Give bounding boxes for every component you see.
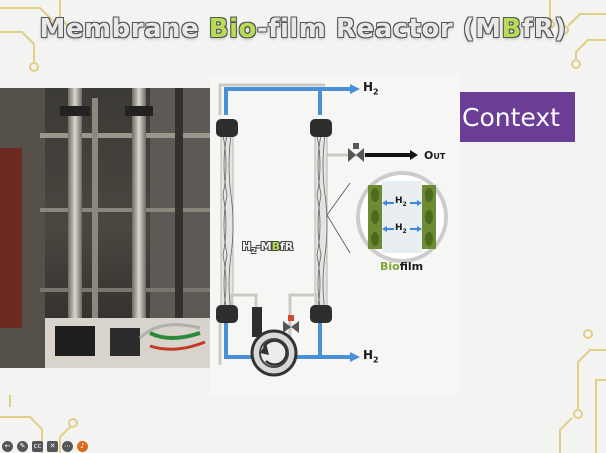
cc-text: cc (33, 442, 42, 450)
circuit-decoration-bottom-right (559, 329, 606, 453)
h2-bottom-label: H2 (363, 348, 379, 365)
context-badge: Context (447, 92, 575, 142)
cc-icon[interactable]: cc (32, 441, 43, 452)
title-text-part: fR) (521, 14, 567, 44)
title-highlight: Bio (208, 14, 257, 44)
circuit-decoration-top-left (0, 0, 80, 72)
biofilm-label: Biofilm (380, 260, 424, 273)
lab-photo (0, 88, 210, 368)
title-text-part: Membrane (39, 14, 209, 44)
zoom-h2-label-bottom: H2 (395, 223, 407, 235)
back-icon[interactable]: ← (2, 441, 13, 452)
h2-top-label: H2 (363, 80, 379, 97)
out-label: Out (424, 149, 446, 162)
title-text-part: -film Reactor (M (256, 14, 502, 44)
mbfr-diagram (210, 75, 460, 395)
context-label: Context (462, 102, 560, 132)
more-icon[interactable]: ⋯ (62, 441, 73, 452)
circuit-decoration-top-right (545, 0, 606, 69)
edit-icon[interactable]: ✎ (17, 441, 28, 452)
title-highlight: B (501, 14, 522, 44)
zoom-h2-label-top: H2 (395, 196, 407, 208)
slide-title: Membrane Bio-film Reactor (MBfR) (0, 14, 606, 44)
player-toolbar: ← ✎ cc ✕ ⋯ ♪ (2, 441, 88, 453)
speaker-icon[interactable]: ♪ (77, 441, 88, 452)
reactor-label: H2-MBfR (242, 240, 294, 256)
mute-icon[interactable]: ✕ (47, 441, 58, 452)
